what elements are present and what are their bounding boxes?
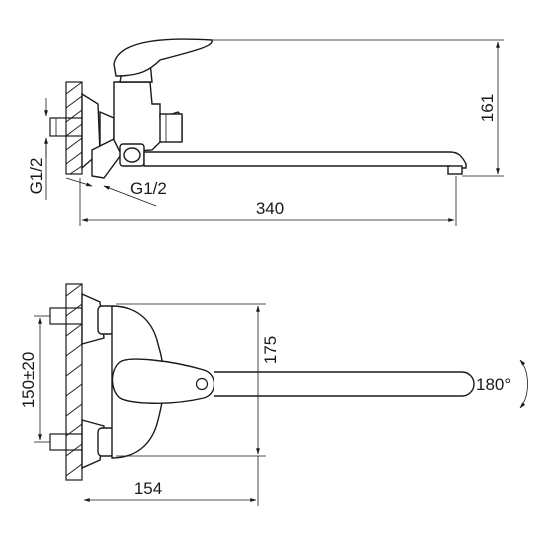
dim-340-label: 340 <box>256 199 284 218</box>
front-handle <box>111 358 216 404</box>
front-view: 180° 175 150±20 154 <box>19 283 528 506</box>
front-inlet-upper <box>49 307 87 325</box>
rotation-label: 180° <box>476 375 511 394</box>
front-handle-pivot <box>195 377 209 391</box>
dim-175-label: 175 <box>261 336 280 364</box>
top-wall <box>65 81 83 175</box>
front-spout <box>214 371 475 397</box>
dim-154-label: 154 <box>134 479 162 498</box>
dim-150-label: 150±20 <box>19 352 38 409</box>
dim-161-label: 161 <box>478 94 497 122</box>
dim-g12-vertical-label: G1/2 <box>27 158 46 195</box>
top-aerator <box>447 165 463 175</box>
front-wall <box>65 283 83 481</box>
front-inlet-lower <box>49 433 87 451</box>
top-handle <box>113 38 213 77</box>
rotation-arrow <box>519 359 528 409</box>
dim-g12-diag-label: G1/2 <box>130 179 167 198</box>
top-view: 161 340 G1/2 G1/2 <box>27 38 504 226</box>
top-spout <box>143 151 467 171</box>
